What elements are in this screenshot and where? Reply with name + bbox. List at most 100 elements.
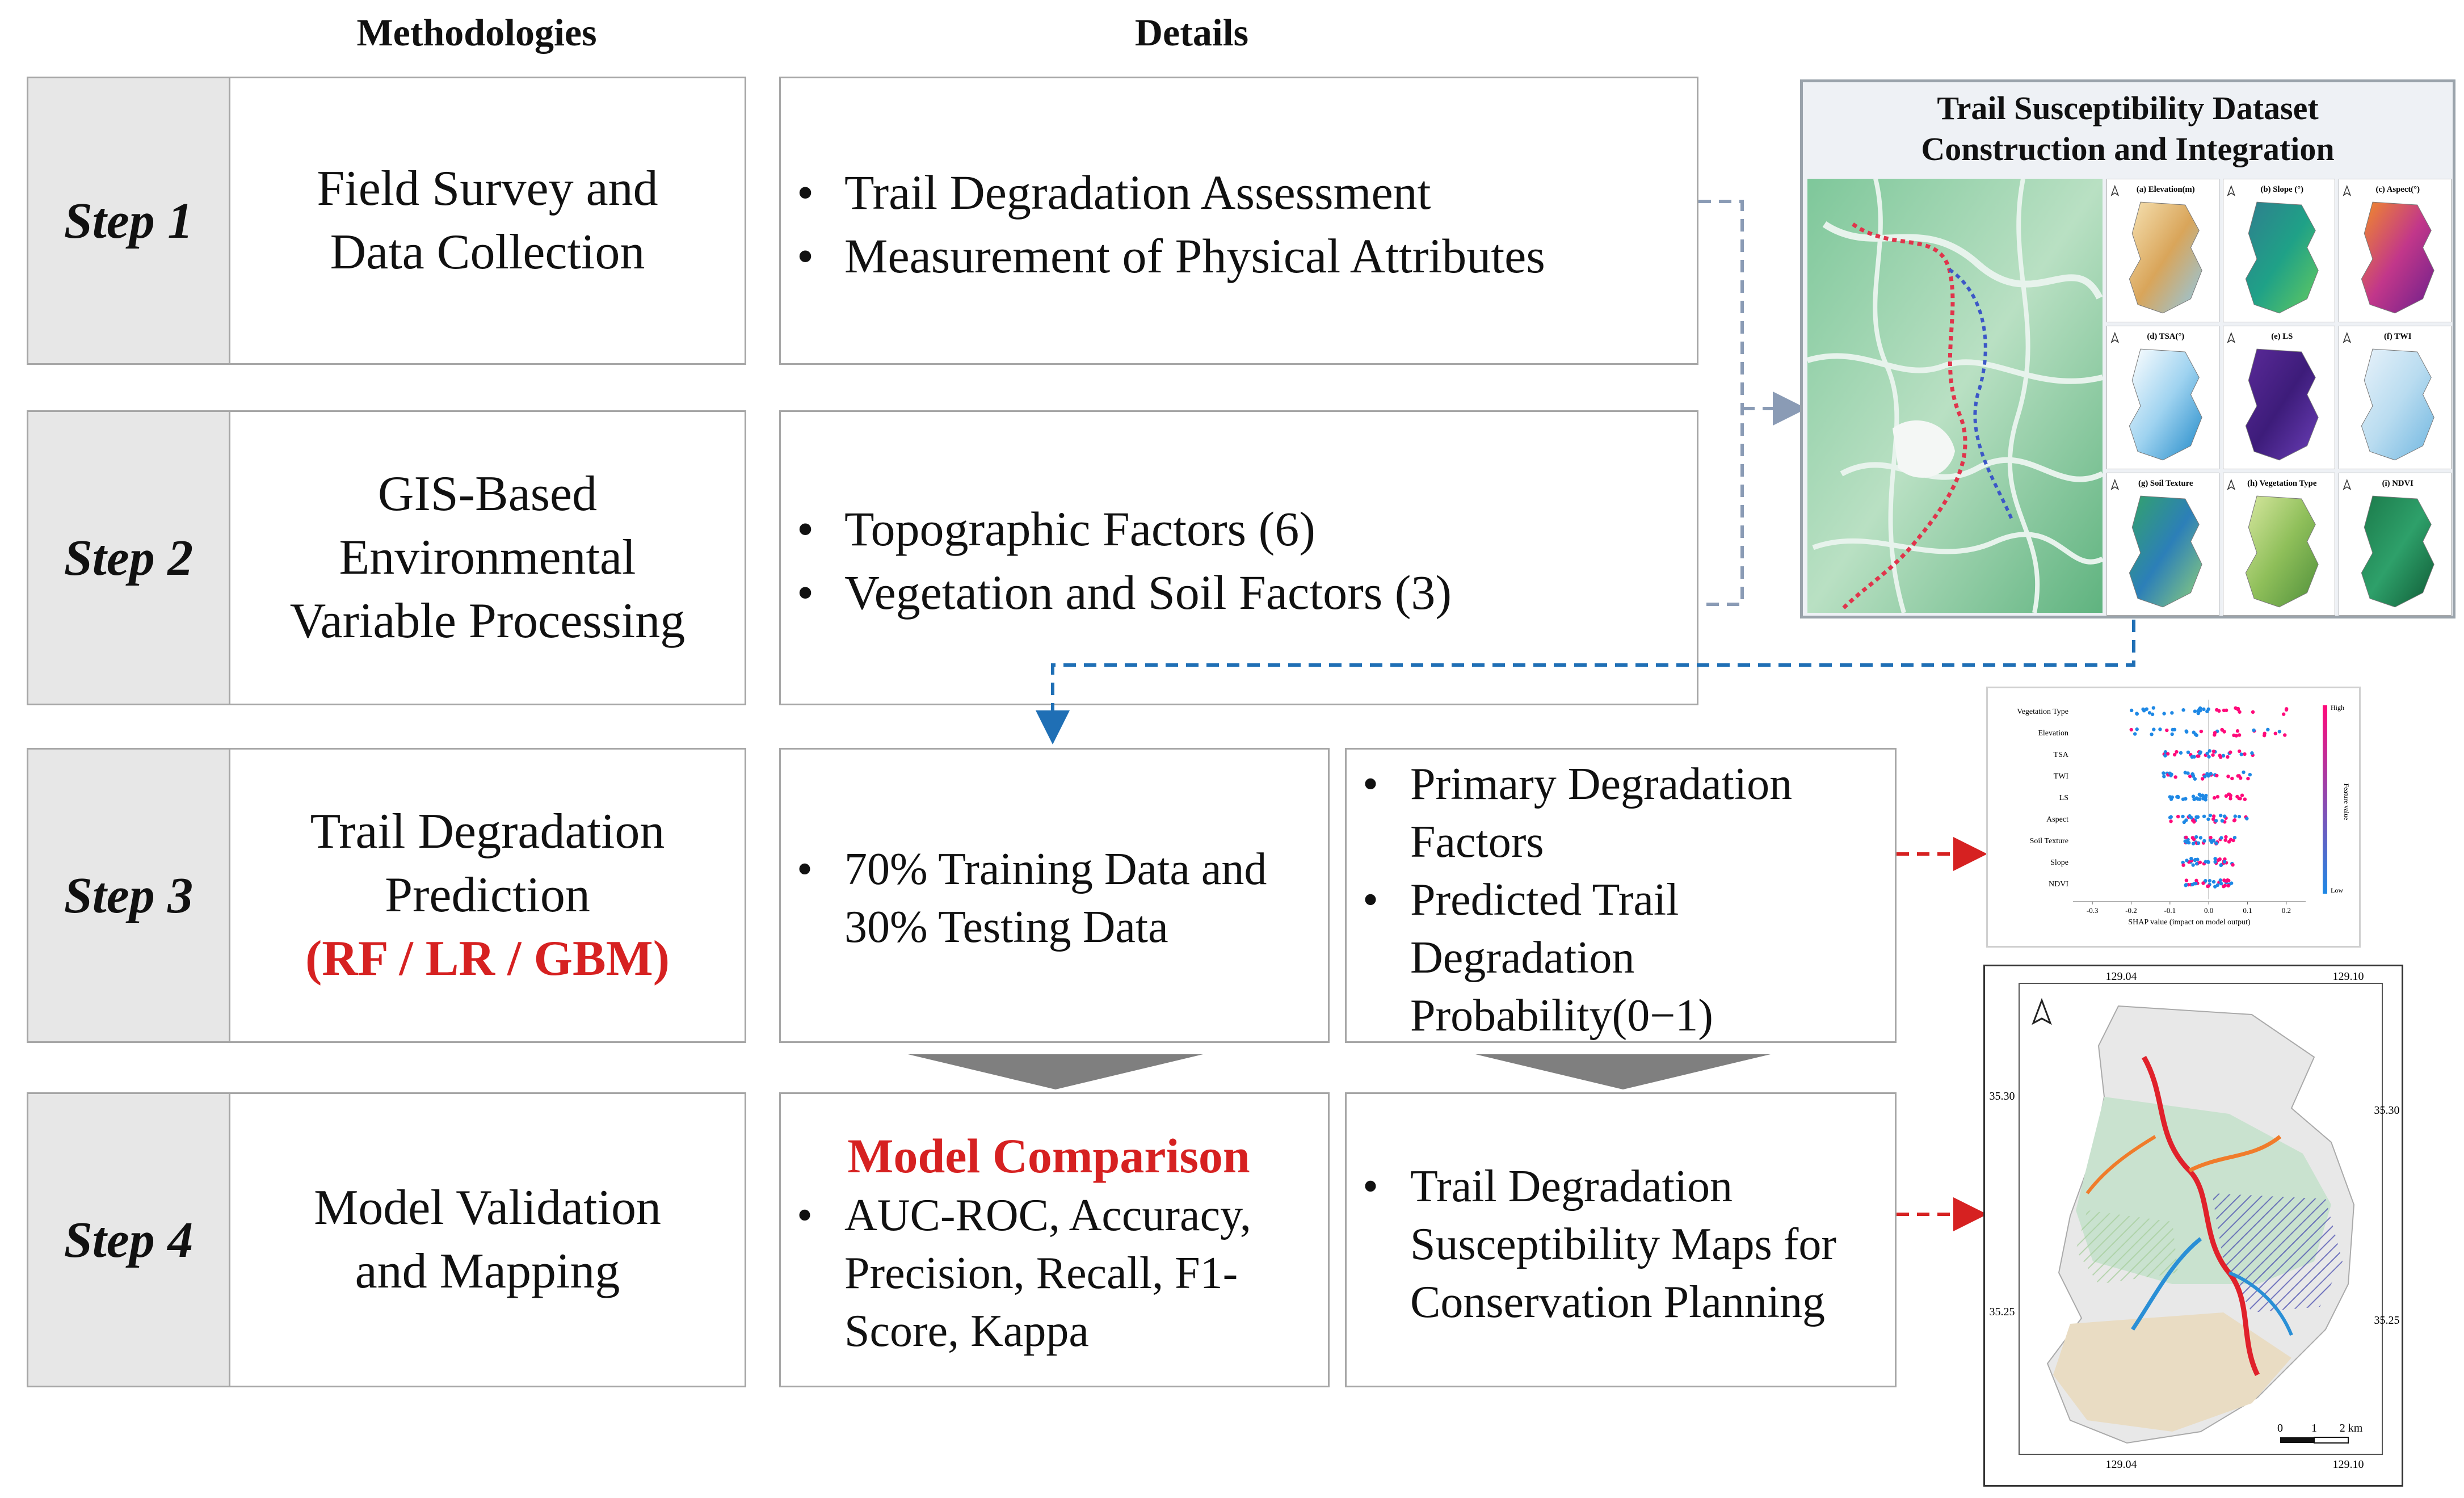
step-3-models: (RF / LR / GBM) bbox=[305, 931, 670, 986]
shap-x-tick-label: -0.2 bbox=[2125, 906, 2137, 915]
shap-point bbox=[2232, 835, 2237, 840]
shap-point bbox=[2242, 770, 2246, 775]
dataset-panel-title: Trail Susceptibility Dataset Constructio… bbox=[1803, 82, 2453, 170]
shap-point bbox=[2175, 795, 2179, 799]
shap-point bbox=[2216, 858, 2221, 862]
lat-tick-left-2: 35.25 bbox=[1990, 1306, 2015, 1318]
shap-point bbox=[2222, 730, 2226, 734]
factor-map: (i) NDVI bbox=[2339, 472, 2452, 616]
shap-point bbox=[2219, 863, 2223, 868]
shap-point bbox=[2151, 706, 2156, 710]
dataset-title-line-1: Trail Susceptibility Dataset bbox=[1937, 90, 2319, 127]
north-arrow-icon bbox=[2343, 478, 2352, 490]
factor-map: (f) TWI bbox=[2339, 325, 2452, 469]
step-3-title: Trail Degradation Prediction (RF / LR / … bbox=[230, 750, 745, 1041]
shap-point bbox=[2224, 794, 2228, 798]
shap-point bbox=[2196, 841, 2201, 845]
shap-colorbar-low: Low bbox=[2331, 886, 2343, 894]
shap-point bbox=[2245, 817, 2249, 820]
shap-point bbox=[2223, 838, 2227, 842]
shap-point bbox=[2283, 733, 2287, 737]
shap-point bbox=[2227, 792, 2231, 797]
shap-point bbox=[2198, 709, 2202, 713]
shap-point bbox=[2212, 796, 2217, 800]
shap-point bbox=[2198, 750, 2202, 754]
shap-feature-label: TSA bbox=[2054, 751, 2069, 759]
shap-point bbox=[2176, 814, 2180, 819]
shap-point bbox=[2169, 819, 2173, 823]
shap-point bbox=[2181, 708, 2185, 712]
shap-point bbox=[2213, 860, 2217, 864]
shap-point bbox=[2243, 797, 2247, 801]
factor-map-shape bbox=[2245, 201, 2319, 314]
shap-point bbox=[2168, 815, 2172, 819]
shap-point bbox=[2135, 712, 2139, 716]
shap-point bbox=[2215, 794, 2220, 799]
shap-point bbox=[2194, 862, 2199, 866]
shap-point bbox=[2189, 856, 2193, 861]
step-2-label: Step 2 bbox=[28, 412, 230, 704]
shap-feature-label: TWI bbox=[2054, 772, 2069, 781]
factor-map-label: (a) Elevation(m) bbox=[2137, 185, 2195, 194]
shap-point bbox=[2163, 754, 2167, 758]
shap-point bbox=[2266, 727, 2270, 732]
shap-point bbox=[2223, 883, 2227, 887]
shap-point bbox=[2170, 711, 2174, 715]
factor-map-label: (c) Aspect(°) bbox=[2376, 185, 2420, 194]
shap-colorbar-label: Feature value bbox=[2343, 784, 2351, 820]
shap-point bbox=[2219, 814, 2223, 818]
step-4-details-left: Model Comparison AUC-ROC, Accuracy, Prec… bbox=[779, 1092, 1330, 1387]
shap-point bbox=[2198, 797, 2202, 801]
step-3-line-2: Prediction bbox=[385, 868, 590, 923]
shap-point bbox=[2222, 860, 2227, 864]
shap-feature-label: LS bbox=[2059, 794, 2068, 802]
step-2-box: Step 2 GIS-Based Environmental Variable … bbox=[27, 410, 746, 705]
detail-item: Vegetation and Soil Factors (3) bbox=[781, 561, 1697, 624]
shap-colorbar bbox=[2323, 705, 2327, 894]
step-3-details-right: Primary Degradation Factors Predicted Tr… bbox=[1345, 748, 1897, 1043]
scale-bar: 0 1 2 km bbox=[2277, 1422, 2363, 1444]
shap-point bbox=[2229, 881, 2234, 885]
shap-point bbox=[2194, 835, 2198, 839]
shap-point bbox=[2145, 707, 2148, 711]
step-3-label: Step 3 bbox=[28, 750, 230, 1041]
factor-map: (d) TSA(°) bbox=[2106, 325, 2219, 469]
detail-item: Trail Degradation Susceptibility Maps fo… bbox=[1347, 1158, 1883, 1331]
shap-point bbox=[2192, 838, 2196, 841]
step-4-box: Step 4 Model Validation and Mapping bbox=[27, 1092, 746, 1387]
down-arrow-right bbox=[1475, 1054, 1771, 1089]
shap-point bbox=[2152, 727, 2156, 731]
detail-item: AUC-ROC, Accuracy, Precision, Recall, F1… bbox=[781, 1186, 1317, 1360]
shap-point bbox=[2196, 754, 2200, 758]
shap-point bbox=[2179, 751, 2183, 755]
factor-map-shape bbox=[2129, 348, 2202, 461]
shap-point bbox=[2243, 752, 2247, 756]
shap-point bbox=[2186, 750, 2190, 754]
detail-item: Trail Degradation Assessment bbox=[781, 161, 1697, 224]
detail-item: Measurement of Physical Attributes bbox=[781, 224, 1697, 288]
shap-point bbox=[2150, 732, 2154, 737]
susceptibility-map-panel: 129.04 129.10 129.04 129.10 35.30 35.25 … bbox=[1983, 965, 2403, 1487]
model-comparison-title: Model Comparison bbox=[847, 1129, 1250, 1183]
north-arrow-icon bbox=[2227, 478, 2235, 490]
shap-feature-label: NDVI bbox=[2049, 880, 2068, 889]
step-1-title: Field Survey and Data Collection bbox=[230, 78, 745, 363]
shap-point bbox=[2209, 835, 2213, 840]
shap-point bbox=[2158, 727, 2162, 731]
shap-feature-label: Aspect bbox=[2046, 815, 2068, 824]
shap-point bbox=[2184, 878, 2189, 882]
shap-point bbox=[2183, 771, 2188, 775]
shap-point bbox=[2226, 883, 2230, 888]
shap-point bbox=[2162, 712, 2166, 716]
shap-point bbox=[2210, 840, 2214, 844]
shap-point bbox=[2193, 709, 2197, 713]
shap-point bbox=[2175, 750, 2179, 754]
lon-tick-top-1: 129.04 bbox=[2106, 970, 2137, 983]
shap-point bbox=[2129, 708, 2134, 713]
step-2-details: Topographic Factors (6) Vegetation and S… bbox=[779, 410, 1698, 705]
shap-point bbox=[2219, 881, 2223, 886]
shap-point bbox=[2193, 777, 2197, 781]
shap-point bbox=[2185, 859, 2189, 862]
connector-dataset-to-step3 bbox=[1036, 620, 2135, 744]
shap-point bbox=[2234, 734, 2238, 738]
